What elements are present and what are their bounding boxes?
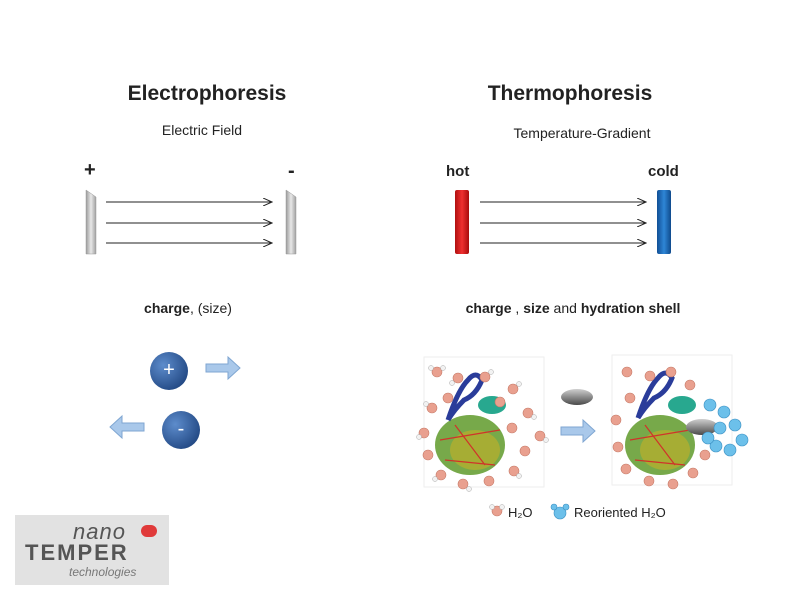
hydration-shell-text: hydration shell [580,300,681,316]
water-legend-icon [489,504,505,517]
gray-molecule [561,389,593,405]
protein-molecule-left [423,356,545,488]
negative-particle-sign: - [177,418,185,440]
protein-molecule-right [611,354,733,486]
reoriented-water-molecules [701,398,749,457]
separator-text: , [511,300,524,316]
electrophoresis-description: charge, (size) [88,300,288,316]
nanotemper-logo: nano TEMPER technologies [15,515,169,585]
electric-field-label: Electric Field [161,122,243,138]
cold-label: cold [648,163,679,180]
minus-pole-label: - [288,160,295,182]
hydrogen-atoms-left [416,365,549,492]
left-movement-arrow [109,414,145,440]
water-molecules-right [610,366,711,490]
hot-label: hot [446,163,470,180]
right-movement-arrow [205,355,241,381]
water-molecules-left [418,366,546,490]
logo-technologies-text: technologies [69,565,137,579]
charge-text: charge [144,300,190,316]
logo-nano-text: nano [73,519,126,544]
positive-particle-sign: + [163,359,175,381]
positive-particle [150,352,188,390]
thermophoresis-description: charge , size and hydration shell [400,300,746,316]
plus-pole-label: + [84,159,96,181]
cold-bar [657,190,671,254]
thermophoresis-arrow [560,418,596,444]
charge-text: charge [465,300,512,316]
negative-particle [162,411,200,449]
reoriented-water-legend-icon [550,503,570,520]
electrophoresis-title: Electrophoresis [127,82,287,105]
logo-dot-icon [141,525,157,537]
size-text: , (size) [189,300,232,316]
reoriented-water-legend-label: Reoriented H₂O [574,505,666,520]
logo-temper-text: TEMPER [25,540,129,565]
temperature-gradient-label: Temperature-Gradient [513,125,651,141]
left-electrode [85,189,97,255]
size-text: size [523,300,550,316]
and-text: and [549,300,581,316]
right-electrode [285,189,297,255]
thermophoresis-title: Thermophoresis [487,82,653,105]
hot-bar [455,190,469,254]
water-legend-label: H₂O [508,505,533,520]
